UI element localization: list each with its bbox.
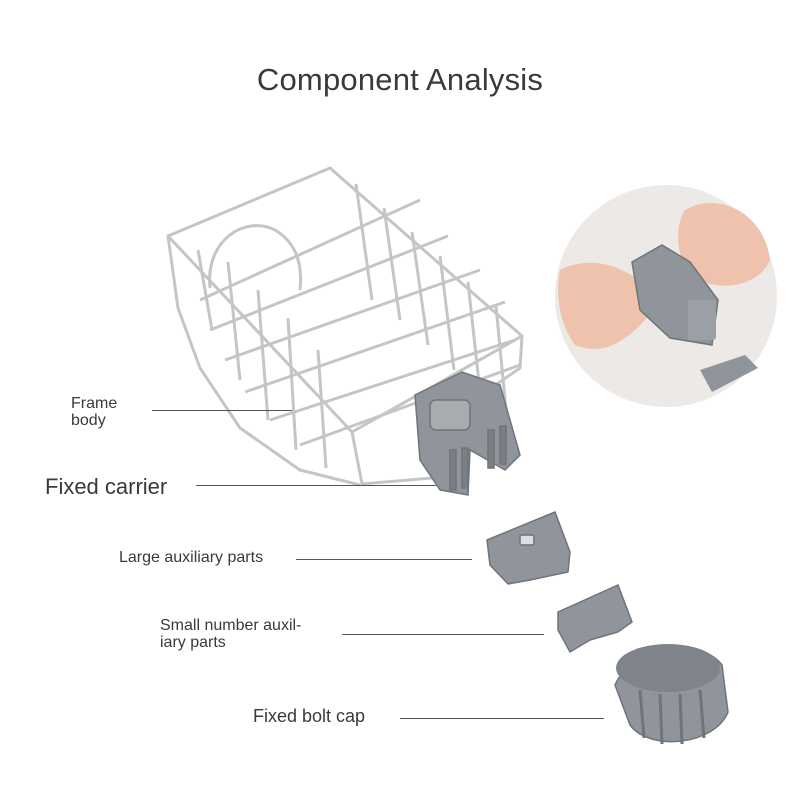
small-auxiliary-part: [557, 583, 633, 654]
leader-small-aux: [342, 634, 544, 635]
label-large-aux: Large auxiliary parts: [119, 549, 264, 566]
label-fixed-carrier: Fixed carrier: [45, 474, 168, 499]
leader-fixed-carrier: [196, 485, 436, 486]
label-frame-body: Frame body: [71, 395, 118, 429]
fixed-carrier-part: [414, 371, 521, 496]
page-title: Component Analysis: [256, 62, 544, 97]
leader-frame-body: [152, 410, 292, 411]
fixed-bolt-cap: [614, 644, 729, 745]
label-small-aux: Small number auxil- iary parts: [160, 617, 302, 651]
label-bolt-cap: Fixed bolt cap: [253, 706, 366, 726]
leader-large-aux: [296, 559, 472, 560]
leader-bolt-cap: [400, 718, 604, 719]
large-auxiliary-part: [486, 511, 571, 585]
inset-hand-photo: [555, 185, 777, 407]
wire-basket: [166, 166, 524, 487]
